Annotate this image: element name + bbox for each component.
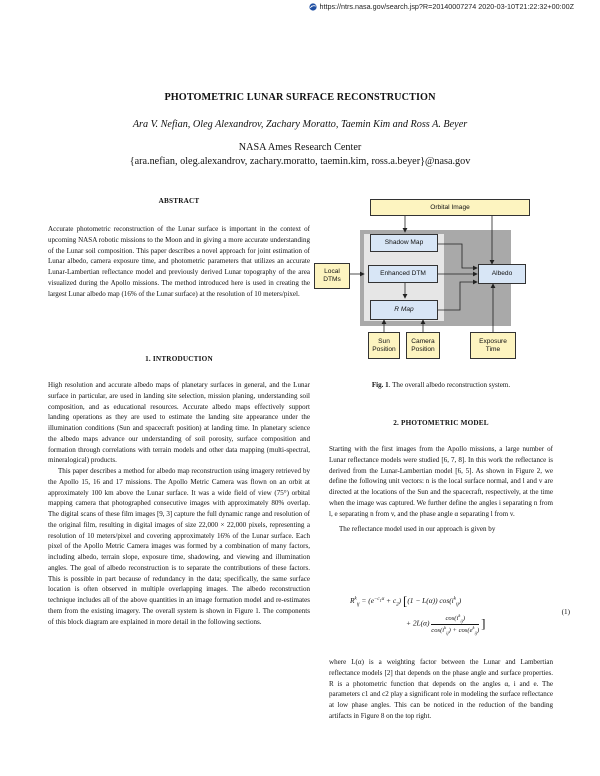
box-exposure-time: Exposure Time [470,332,516,359]
ntrs-header[interactable]: https://ntrs.nasa.gov/search.jsp?R=20140… [309,2,574,11]
abstract-heading: ABSTRACT [158,197,200,205]
ntrs-url[interactable]: https://ntrs.nasa.gov/search.jsp?R=20140… [319,2,574,11]
figure-1-block-diagram: Orbital Image Shadow Map Local DTMs Enha… [312,194,564,374]
nasa-ntrs-icon [309,2,318,11]
equation-number: (1) [561,608,570,616]
box-albedo: Albedo [478,264,526,284]
photometric-model-paragraph-1: Starting with the first images from the … [329,445,553,518]
box-shadow-map: Shadow Map [370,234,438,252]
box-camera-position: Camera Position [406,332,440,359]
introduction-paragraph-1: High resolution and accurate albedo maps… [48,381,310,465]
equation-line-1: Rkij = (e−c1α + c2) [(1 − L(α)) cos(ikij… [350,593,462,608]
paper-title: PHOTOMETRIC LUNAR SURFACE RECONSTRUCTION [164,92,436,103]
photometric-model-paragraph-3: where L(α) is a weighting factor between… [329,658,553,720]
photometric-model-paragraph-2: The reflectance model used in our approa… [339,525,496,534]
abstract-body: Accurate photometric reconstruction of t… [48,224,310,299]
paper-affiliation: NASA Ames Research Center [238,142,362,153]
box-local-dtms: Local DTMs [314,263,350,289]
introduction-heading: 1. INTRODUCTION [145,355,213,363]
photometric-model-heading: 2. PHOTOMETRIC MODEL [393,419,489,427]
paper-authors: Ara V. Nefian, Oleg Alexandrov, Zachary … [132,119,468,130]
introduction-paragraph-2: This paper describes a method for albedo… [48,467,310,626]
paper-emails: {ara.nefian, oleg.alexandrov, zachary.mo… [129,156,471,167]
box-orbital-image: Orbital Image [370,199,530,216]
box-sun-position: Sun Position [368,332,400,359]
equation-1: Rkij = (e−c1α + c2) [(1 − L(α)) cos(ikij… [350,589,570,635]
diagram-arrows [350,216,496,332]
box-enhanced-dtm: Enhanced DTM [368,265,438,283]
introduction-body: High resolution and accurate albedo maps… [48,380,310,627]
photometric-model-body-continued: where L(α) is a weighting factor between… [329,657,553,722]
abstract-text: Accurate photometric reconstruction of t… [48,225,310,298]
figure-1-caption: Fig. 1. The overall albedo reconstructio… [329,381,553,389]
equation-line-2: + 2L(α) cos(ikij) cos(ikij) + cos(ekij) … [406,613,486,635]
figure-1-caption-text: . The overall albedo reconstruction syst… [388,381,511,389]
photometric-model-body: Starting with the first images from the … [329,444,553,535]
box-r-map: R Map [370,300,438,320]
figure-1-caption-label: Fig. 1 [371,381,389,389]
